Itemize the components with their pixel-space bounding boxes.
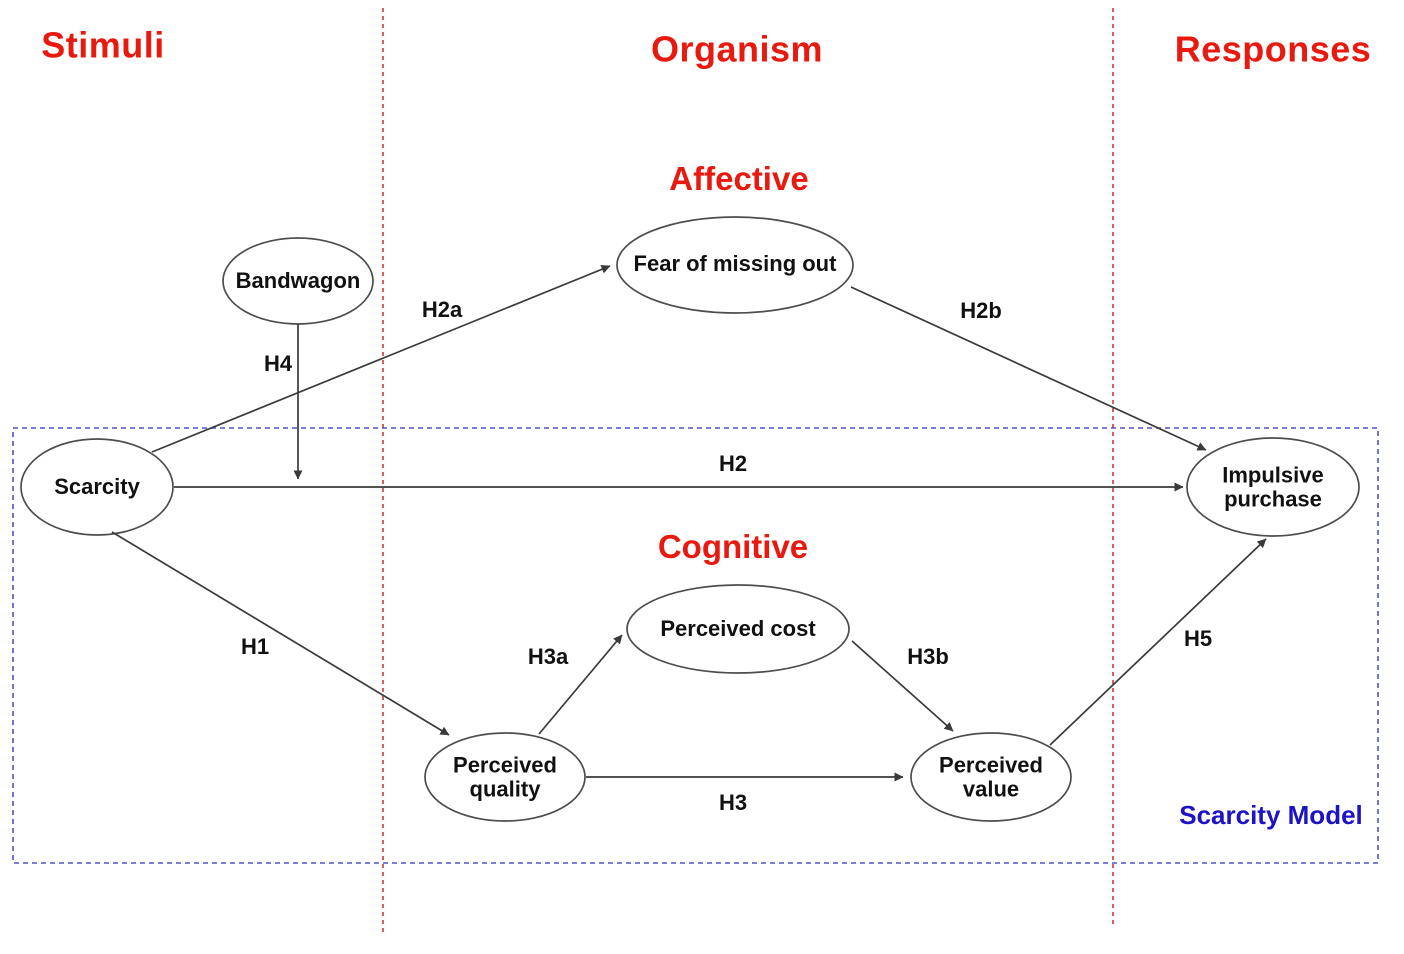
hypothesis-label-h4: H4 [263,351,293,377]
node-perceived-value-label: Perceived value [939,752,1043,801]
hypothesis-label-h3: H3 [718,790,748,816]
node-perceived-quality-ellipse [424,732,586,822]
model-caption: Scarcity Model [1179,799,1363,830]
section-header-cognitive: Cognitive [657,528,809,566]
arrow-h5 [1049,538,1267,746]
node-perceived-cost-label: Perceived cost [660,616,816,642]
arrow-h2a [151,265,611,453]
hypothesis-label-h5: H5 [1183,626,1213,652]
arrow-h1 [111,531,450,736]
node-perceived-value-ellipse [910,732,1072,822]
hypothesis-label-h2b: H2b [960,298,1002,324]
arrow-h3a [538,634,623,735]
arrow-h2b [850,286,1207,451]
hypothesis-label-h1: H1 [240,634,270,660]
node-fear-of-missing-out-ellipse [616,216,854,314]
node-impulsive-purchase-label: Impulsive purchase [1222,462,1324,511]
node-impulsive-purchase-ellipse [1186,437,1360,537]
column-header-organism: Organism [650,28,824,70]
arrow-h3b [851,640,954,732]
node-scarcity-label: Scarcity [54,474,140,500]
section-header-affective: Affective [669,160,809,198]
column-header-stimuli: Stimuli [41,24,165,66]
hypothesis-label-h3b: H3b [907,644,949,670]
column-header-responses: Responses [1174,28,1372,70]
node-perceived-quality-label: Perceived quality [453,752,557,801]
node-scarcity-ellipse [20,438,174,536]
hypothesis-label-h3a: H3a [527,644,569,670]
node-fear-of-missing-out-label: Fear of missing out [633,251,837,277]
hypothesis-label-h2: H2 [718,451,748,477]
node-perceived-cost-ellipse [626,584,850,674]
hypothesis-label-h2a: H2a [421,297,463,323]
node-bandwagon-label: Bandwagon [235,268,361,294]
